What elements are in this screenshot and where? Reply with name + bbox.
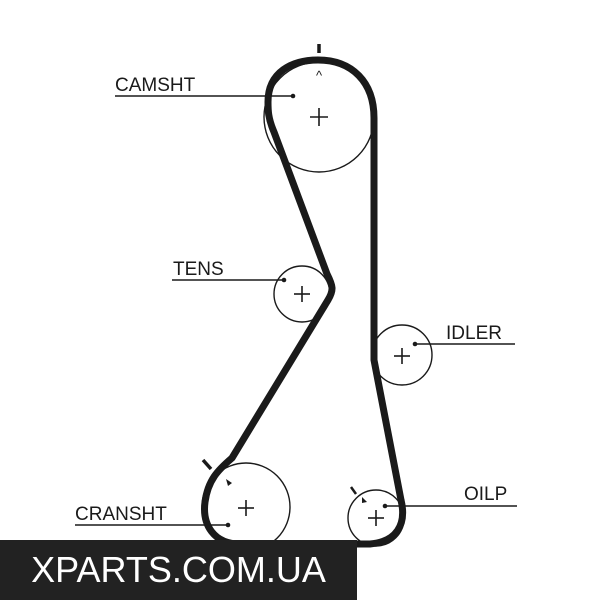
camshaft-label: CAMSHT — [115, 75, 196, 96]
tensioner-leader-dot — [281, 277, 287, 283]
oil-pump-timing-arrow — [362, 497, 367, 503]
idler-leader-dot — [412, 341, 418, 347]
oil-pump-timing-tick — [349, 486, 358, 495]
camshaft-timing-caret: ^ — [316, 68, 323, 83]
oil-pump-label: OILP — [464, 484, 507, 505]
camshaft-leader-dot — [290, 93, 296, 99]
camshaft-center-mark — [310, 108, 328, 126]
idler-label: IDLER — [446, 323, 502, 344]
crankshaft-center-mark — [238, 500, 254, 516]
crankshaft-timing-tick — [201, 458, 213, 471]
tensioner-label: TENS — [173, 259, 224, 280]
watermark-banner: XPARTS.COM.UA — [0, 540, 357, 600]
crankshaft-label: CRANSHT — [75, 504, 167, 525]
tensioner-center-mark — [294, 286, 310, 302]
oil-pump-center-mark — [368, 510, 384, 526]
crankshaft-timing-arrow — [226, 479, 232, 486]
oil-pump-leader-dot — [382, 503, 388, 509]
idler-center-mark — [394, 348, 410, 364]
crankshaft-leader-dot — [225, 522, 231, 528]
